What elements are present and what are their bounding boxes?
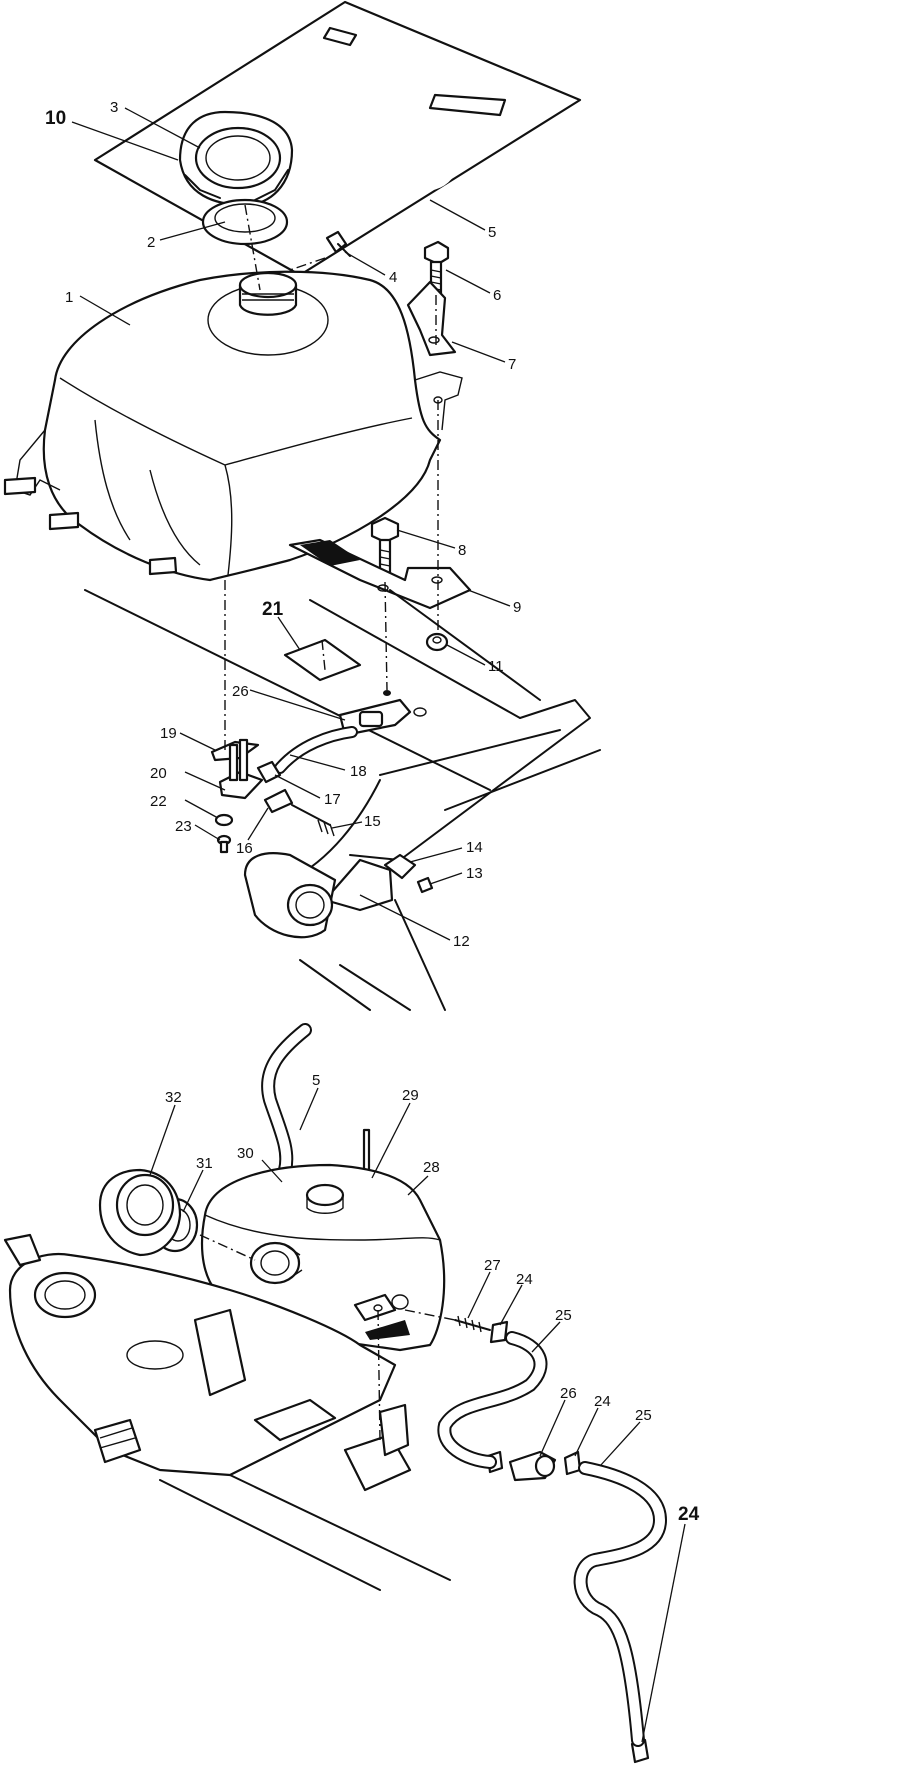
callout-labels: 10 3 2 5 4 6 7 1 8 9 11 21 26 19 18 20 1… — [45, 99, 700, 1525]
part-13-screw — [416, 876, 434, 894]
callout-1: 1 — [65, 289, 73, 306]
callout-17: 17 — [324, 791, 341, 808]
part-15-spring — [291, 804, 335, 837]
callout-25-a: 25 — [555, 1307, 572, 1324]
part-23-screw — [216, 834, 232, 854]
callout-22: 22 — [150, 793, 167, 810]
part-14-cable-end — [383, 853, 417, 880]
part-5-vent-hose-lower — [261, 1023, 312, 1177]
callout-23: 23 — [175, 818, 192, 835]
part-4-vent-fitting — [325, 230, 351, 257]
callout-4: 4 — [389, 269, 397, 286]
callout-11: 11 — [488, 658, 504, 675]
part-27-fitting — [454, 1315, 491, 1333]
part-21-decal — [283, 638, 362, 682]
callout-24-a: 24 — [516, 1271, 533, 1288]
callout-7: 7 — [508, 356, 516, 373]
callout-16: 16 — [236, 840, 253, 857]
part-32-cap — [98, 1168, 182, 1257]
callout-6: 6 — [493, 287, 501, 304]
callout-20: 20 — [150, 765, 167, 782]
part-20-valve-body — [218, 738, 264, 800]
leader-lines — [71, 107, 686, 1743]
part-7-bracket — [406, 280, 457, 357]
part-22-washer — [214, 813, 234, 827]
part-24-clamp — [489, 1320, 509, 1344]
callout-30: 30 — [237, 1145, 254, 1162]
callout-26-lower: 26 — [560, 1385, 577, 1402]
alignment-lines-top — [224, 204, 439, 750]
part-18-fuel-line — [274, 726, 358, 774]
part-5-vent-hose — [315, 140, 461, 217]
callout-8: 8 — [458, 542, 466, 559]
frame-hole — [383, 690, 391, 696]
callout-27: 27 — [484, 1257, 501, 1274]
part-12-frame-mount — [243, 852, 394, 939]
callout-31: 31 — [196, 1155, 213, 1172]
lower-frame — [3, 1233, 451, 1591]
callout-25-b: 25 — [635, 1407, 652, 1424]
callout-10: 10 — [45, 108, 66, 129]
callout-14: 14 — [466, 839, 483, 856]
callout-15: 15 — [364, 813, 381, 830]
callout-29: 29 — [402, 1087, 419, 1104]
part-25-fuel-line — [573, 1461, 668, 1747]
callout-21: 21 — [262, 599, 284, 620]
frame-rails — [84, 589, 601, 1011]
part-2-gasket — [201, 198, 289, 246]
part-24-clamp — [563, 1450, 582, 1476]
frame-hole — [413, 707, 427, 717]
callout-24-b: 24 — [594, 1393, 611, 1410]
callout-13: 13 — [466, 865, 483, 882]
callout-12: 12 — [453, 933, 470, 950]
part-26-valve-lower — [508, 1450, 557, 1482]
callout-19: 19 — [160, 725, 177, 742]
part-16-filter — [263, 788, 294, 814]
part-25-fuel-line — [437, 1331, 548, 1469]
callout-2: 2 — [147, 234, 155, 251]
part-3-fuel-cap — [178, 110, 294, 207]
callout-24-c: 24 — [678, 1504, 700, 1525]
part-8-bolt — [370, 516, 400, 580]
part-11-nut — [425, 632, 449, 652]
part-1-fuel-tank — [3, 270, 463, 582]
callout-18: 18 — [350, 763, 367, 780]
alignment-lines-bottom — [199, 1234, 456, 1441]
callout-28: 28 — [423, 1159, 440, 1176]
callout-9: 9 — [513, 599, 521, 616]
callout-32: 32 — [165, 1089, 182, 1106]
callout-5: 5 — [488, 224, 496, 241]
callout-26-upper: 26 — [232, 683, 249, 700]
callout-3: 3 — [110, 99, 118, 116]
part-17-clip — [256, 760, 282, 784]
callout-5-lower: 5 — [312, 1072, 320, 1089]
